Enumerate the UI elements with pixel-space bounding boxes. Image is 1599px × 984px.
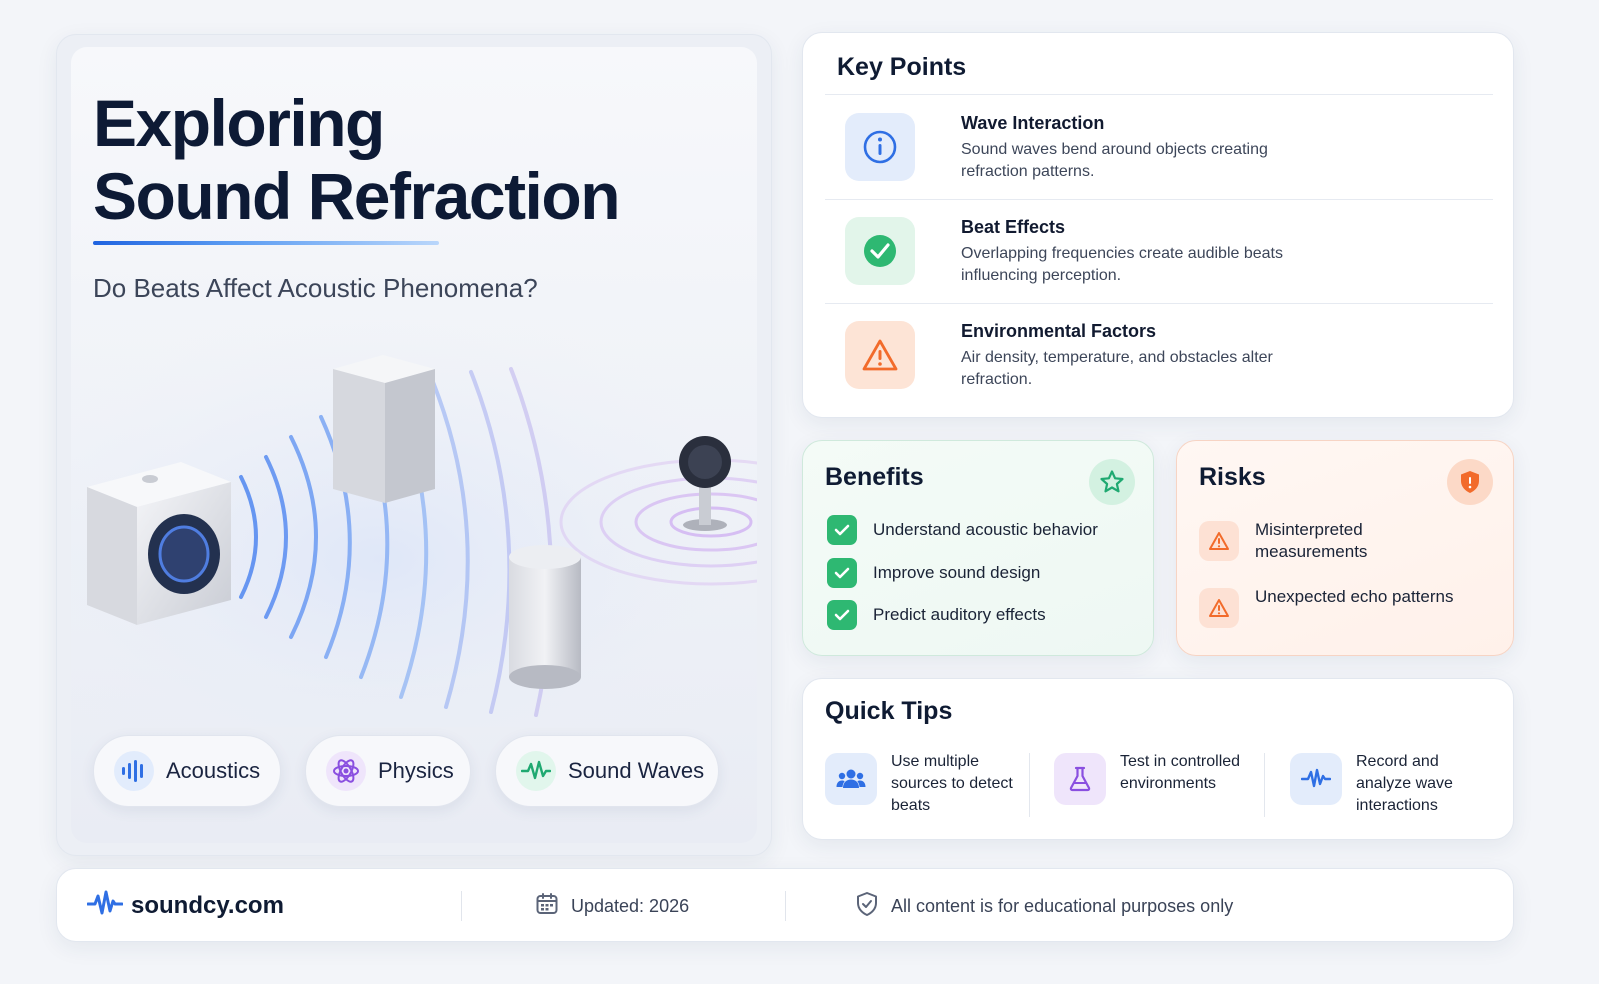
benefit-item: Understand acoustic behavior xyxy=(827,515,1098,545)
benefit-item: Predict auditory effects xyxy=(827,600,1046,630)
check-icon xyxy=(827,558,857,588)
hero-title-line-2: Sound Refraction xyxy=(93,159,621,233)
hero-inner: Exploring Sound Refraction Do Beats Affe… xyxy=(71,47,757,843)
tip-label: Use multiple sources to detect beats xyxy=(891,753,1013,814)
key-point-environmental-factors: Environmental Factors Air density, tempe… xyxy=(825,303,1493,407)
chip-label: Acoustics xyxy=(166,758,261,783)
waveform-icon xyxy=(516,751,556,791)
brand-waveform-icon xyxy=(86,889,124,924)
check-icon xyxy=(827,600,857,630)
brand-name: soundcy.com xyxy=(131,892,284,919)
key-point-text: Overlapping frequencies create audible b… xyxy=(961,245,1283,284)
risk-label: Unexpected echo patterns xyxy=(1255,587,1454,606)
chip-sound-waves[interactable]: Sound Waves xyxy=(495,735,719,807)
chip-label: Sound Waves xyxy=(568,758,705,783)
key-point-wave-interaction: Wave Interaction Sound waves bend around… xyxy=(825,95,1493,199)
risk-label: Misinterpreted measurements xyxy=(1255,520,1368,561)
atom-icon xyxy=(326,751,366,791)
benefit-label: Predict auditory effects xyxy=(873,605,1046,624)
key-points-card: Key Points Wave Interaction Sound waves … xyxy=(802,32,1514,418)
quick-tips-card: Quick Tips Use multiple sources to detec… xyxy=(802,678,1514,840)
key-point-text: Air density, temperature, and obstacles … xyxy=(961,349,1273,388)
flask-icon xyxy=(1054,753,1106,805)
footer-bar: soundcy.com Updated: 2026 All content is… xyxy=(56,868,1514,942)
key-point-heading: Beat Effects xyxy=(961,217,1066,237)
divider xyxy=(461,891,462,921)
divider xyxy=(785,891,786,921)
obstacle-cylinder xyxy=(509,545,581,689)
shield-alert-icon xyxy=(1447,459,1493,505)
benefit-label: Improve sound design xyxy=(873,563,1041,582)
chip-label: Physics xyxy=(378,758,454,783)
tip-label: Record and analyze wave interactions xyxy=(1356,753,1453,814)
risks-card: Risks Misinterpreted measurements Unexpe… xyxy=(1176,440,1514,656)
star-icon xyxy=(1089,459,1135,505)
hero-title: Exploring Sound Refraction xyxy=(93,87,733,233)
divider xyxy=(1264,753,1265,817)
tip-item: Test in controlled environments xyxy=(1054,751,1264,821)
benefit-label: Understand acoustic behavior xyxy=(873,520,1098,539)
key-points-title: Key Points xyxy=(837,53,967,81)
disclaimer-text: All content is for educational purposes … xyxy=(891,895,1234,916)
risk-item: Unexpected echo patterns xyxy=(1199,586,1499,632)
calendar-icon xyxy=(535,892,559,921)
chip-physics[interactable]: Physics xyxy=(305,735,471,807)
quick-tips-title: Quick Tips xyxy=(825,697,953,725)
tip-item: Use multiple sources to detect beats xyxy=(825,751,1025,821)
key-point-text: Sound waves bend around objects creating… xyxy=(961,141,1268,180)
hero-panel: Exploring Sound Refraction Do Beats Affe… xyxy=(56,34,772,856)
title-underline xyxy=(93,241,439,245)
key-point-heading: Wave Interaction xyxy=(961,113,1105,133)
divider xyxy=(825,94,1493,95)
risks-title: Risks xyxy=(1199,463,1266,491)
disclaimer: All content is for educational purposes … xyxy=(855,869,1233,943)
risk-item: Misinterpreted measurements xyxy=(1199,519,1499,565)
warning-icon xyxy=(1199,588,1239,628)
check-circle-icon xyxy=(845,217,915,285)
brand[interactable]: soundcy.com xyxy=(86,869,284,943)
benefits-card: Benefits Understand acoustic behavior Im… xyxy=(802,440,1154,656)
divider xyxy=(1029,753,1030,817)
waveform-icon xyxy=(1290,753,1342,805)
key-point-beat-effects: Beat Effects Overlapping frequencies cre… xyxy=(825,199,1493,303)
hero-title-line-1: Exploring xyxy=(93,86,385,160)
benefit-item: Improve sound design xyxy=(827,558,1040,588)
check-icon xyxy=(827,515,857,545)
updated-text: Updated: 2026 xyxy=(571,895,690,916)
tip-label: Test in controlled environments xyxy=(1120,753,1241,792)
updated-info: Updated: 2026 xyxy=(535,869,689,943)
hero-subtitle: Do Beats Affect Acoustic Phenomena? xyxy=(93,273,538,303)
divider xyxy=(825,199,1493,200)
shield-icon xyxy=(855,891,879,922)
speaker-icon xyxy=(87,462,231,625)
sound-refraction-illustration xyxy=(71,307,757,727)
key-point-heading: Environmental Factors xyxy=(961,321,1157,341)
divider xyxy=(825,303,1493,304)
obstacle-block xyxy=(333,355,435,503)
warning-icon xyxy=(1199,521,1239,561)
audio-bars-icon xyxy=(114,751,154,791)
chip-acoustics[interactable]: Acoustics xyxy=(93,735,281,807)
warning-icon xyxy=(845,321,915,389)
users-icon xyxy=(825,753,877,805)
tip-item: Record and analyze wave interactions xyxy=(1290,751,1500,821)
microphone-icon xyxy=(679,436,731,531)
topic-chips: Acoustics Physics Sound Waves xyxy=(93,735,753,809)
benefits-title: Benefits xyxy=(825,463,924,491)
info-icon xyxy=(845,113,915,181)
